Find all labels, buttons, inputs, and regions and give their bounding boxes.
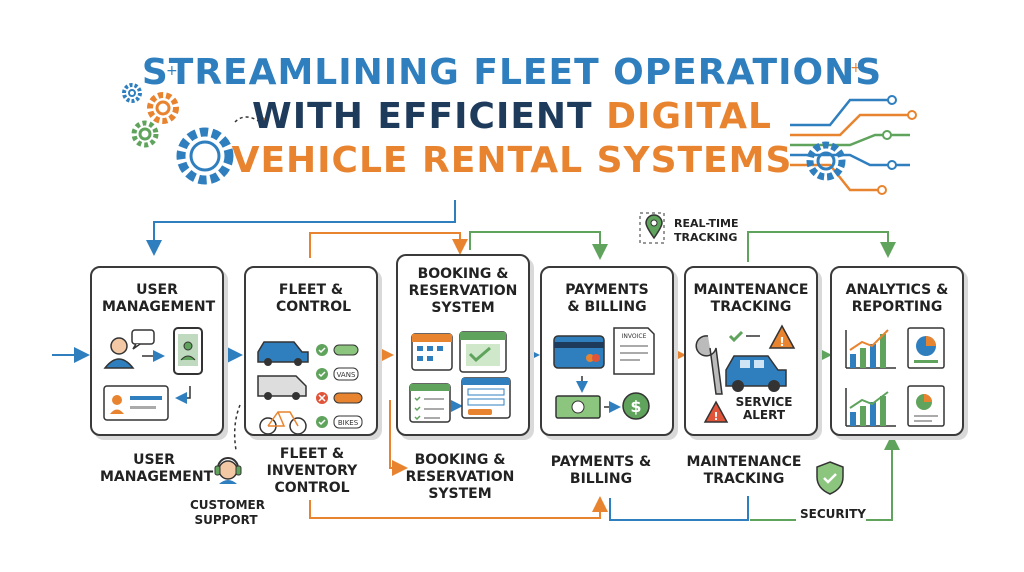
- gear-icon: [806, 141, 846, 181]
- id-card-icon: [103, 385, 169, 421]
- realtime-tracking-label: REAL-TIME TRACKING: [674, 217, 739, 244]
- wrench-icon: [695, 335, 723, 395]
- check-icon: [728, 330, 744, 343]
- card-user-management: USER MANAGEMENT: [90, 266, 224, 436]
- payments-illustration: INVOICE $: [553, 327, 655, 420]
- svg-text:+: +: [166, 63, 178, 79]
- svg-text:$: $: [630, 397, 641, 416]
- gear-icon: [122, 83, 142, 103]
- shield-check-icon: [816, 461, 844, 495]
- svg-text:!: !: [713, 410, 718, 423]
- gear-icon: [147, 92, 179, 124]
- car-icon: [725, 355, 787, 392]
- warning-icon: !: [703, 400, 729, 423]
- customer-support-label: CUSTOMER SUPPORT: [190, 498, 265, 527]
- reservation-form-icon: [461, 377, 511, 419]
- user-management-illustration: [103, 327, 203, 421]
- svg-text:+: +: [850, 60, 862, 76]
- map-pin-icon: [645, 214, 663, 240]
- maintenance-illustration: ! !: [695, 324, 796, 423]
- svg-text:!: !: [779, 335, 784, 349]
- service-alert-label: SERVICE ALERT: [735, 395, 793, 422]
- checklist-icon: [409, 383, 451, 423]
- gear-icon: [176, 127, 234, 185]
- check-icon: [316, 344, 328, 356]
- pie-chart-doc-icon: [907, 327, 945, 369]
- user-icon: [103, 337, 135, 369]
- report-doc-icon: [907, 385, 945, 427]
- title-line-2-part1: WITH EFFICIENT: [252, 96, 593, 137]
- chat-bubble-icon: [131, 329, 155, 350]
- car-icon: [257, 341, 309, 366]
- card-title: MAINTENANCE TRACKING: [693, 282, 809, 315]
- gear-icon: [131, 120, 159, 148]
- warning-icon: !: [768, 324, 796, 349]
- title-line-2-part2: DIGITAL: [606, 96, 772, 137]
- card-title: ANALYTICS & REPORTING: [845, 282, 949, 315]
- card-maintenance: MAINTENANCE TRACKING ! ! SERVICE ALERT: [684, 266, 818, 436]
- fleet-illustration: VANS BIKES: [257, 341, 363, 435]
- fleet-tag-vans: VANS: [337, 371, 356, 379]
- bottom-label-booking: BOOKING & RESERVATION SYSTEM: [405, 452, 515, 502]
- dollar-coin-icon: $: [622, 392, 650, 420]
- card-title: FLEET & CONTROL: [276, 282, 352, 315]
- invoice-label: INVOICE: [622, 333, 647, 340]
- card-title: USER MANAGEMENT: [102, 282, 216, 315]
- card-fleet-control: FLEET & CONTROL VANS BIKES: [244, 266, 378, 436]
- status-bar: [333, 415, 363, 429]
- bottom-label-fleet-inventory: FLEET & INVENTORY CONTROL: [266, 446, 358, 496]
- card-title: PAYMENTS & BILLING: [565, 282, 649, 315]
- line-chart-icon: [845, 388, 896, 427]
- card-title: BOOKING & RESERVATION SYSTEM: [408, 266, 518, 316]
- status-bar: [333, 344, 359, 356]
- title-line-3: VEHICLE RENTAL SYSTEMS: [231, 140, 793, 181]
- fleet-tag-bikes: BIKES: [338, 419, 359, 427]
- bicycle-icon: [259, 411, 307, 435]
- status-bar: [333, 367, 359, 381]
- check-icon: [316, 416, 328, 428]
- title-line-1: STREAMLINING FLEET OPERATIONS: [141, 52, 883, 93]
- bar-chart-icon: [845, 329, 896, 369]
- headset-support-icon: [214, 457, 242, 484]
- bottom-label-maintenance: MAINTENANCE TRACKING: [686, 454, 802, 487]
- title-line-2: WITH EFFICIENT DIGITAL: [0, 96, 1024, 137]
- van-icon: [257, 375, 307, 400]
- cash-icon: [555, 395, 601, 419]
- calendar-check-icon: [459, 331, 507, 373]
- card-booking: BOOKING & RESERVATION SYSTEM: [396, 254, 530, 436]
- card-payments: PAYMENTS & BILLING INVOICE $: [540, 266, 674, 436]
- smartphone-icon: [173, 327, 203, 375]
- invoice-icon: INVOICE: [613, 327, 655, 375]
- check-icon: [316, 368, 328, 380]
- booking-illustration: [409, 331, 511, 423]
- calendar-icon: [411, 333, 453, 371]
- credit-card-icon: [553, 335, 605, 369]
- status-bar: [333, 392, 363, 404]
- bottom-label-user-management: USER MANAGEMENT: [100, 452, 214, 485]
- card-analytics: ANALYTICS & REPORTING: [830, 266, 964, 436]
- security-label: SECURITY: [800, 507, 866, 521]
- cross-icon: [316, 392, 328, 404]
- analytics-illustration: [845, 327, 945, 427]
- bottom-label-payments: PAYMENTS & BILLING: [550, 454, 652, 487]
